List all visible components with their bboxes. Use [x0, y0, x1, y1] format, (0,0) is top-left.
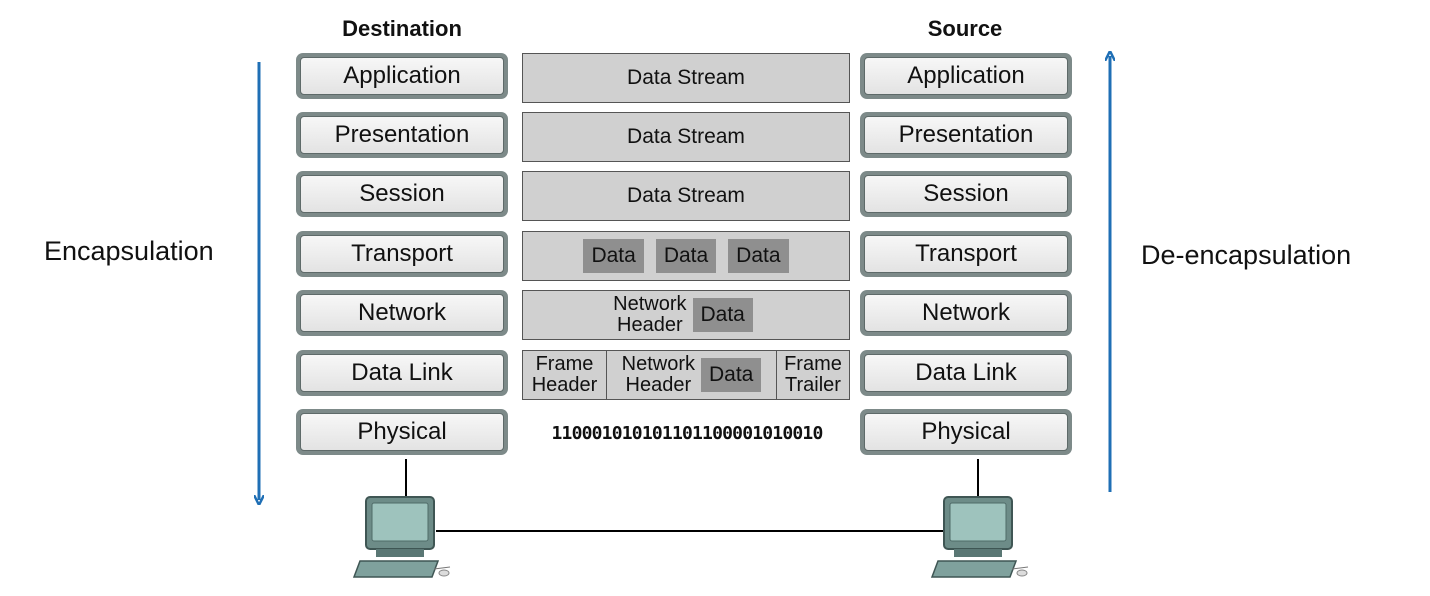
network-header-line2: Header: [617, 314, 683, 336]
dest-layer-datalink: Data Link: [296, 350, 508, 396]
dest-layer-session-label: Session: [300, 175, 504, 213]
frame-trailer-line2: Trailer: [785, 374, 841, 396]
src-layer-session: Session: [860, 171, 1072, 217]
dest-layer-datalink-label: Data Link: [300, 354, 504, 392]
src-layer-presentation: Presentation: [860, 112, 1072, 158]
frame-network-header-line2: Header: [625, 374, 692, 396]
dest-layer-network: Network: [296, 290, 508, 336]
src-layer-physical: Physical: [860, 409, 1072, 455]
dest-layer-application-label: Application: [300, 57, 504, 95]
dest-layer-presentation: Presentation: [296, 112, 508, 158]
dest-layer-session: Session: [296, 171, 508, 217]
pdu-network: Network Header Data: [522, 290, 850, 340]
src-layer-datalink: Data Link: [860, 350, 1072, 396]
pdu-application: Data Stream: [522, 53, 850, 103]
src-layer-application: Application: [860, 53, 1072, 99]
source-computer-icon: [930, 496, 1029, 578]
frame-header-line2: Header: [531, 374, 598, 396]
src-layer-presentation-label: Presentation: [864, 116, 1068, 154]
src-layer-network-label: Network: [864, 294, 1068, 332]
src-layer-datalink-label: Data Link: [864, 354, 1068, 392]
transport-data-segment: Data: [583, 239, 644, 273]
dest-layer-physical-label: Physical: [300, 413, 504, 451]
frame-network-header-line1: Network: [621, 353, 695, 375]
frame-data: Data: [701, 358, 762, 392]
dest-layer-application: Application: [296, 53, 508, 99]
source-title: Source: [927, 16, 1003, 41]
network-data: Data: [692, 298, 753, 332]
src-layer-transport: Transport: [860, 231, 1072, 277]
transport-data-segment: Data: [655, 239, 717, 273]
frame-trailer-line1: Frame: [784, 353, 842, 375]
dest-layer-physical: Physical: [296, 409, 508, 455]
pdu-transport: Data Data Data: [522, 231, 850, 281]
dest-layer-transport-label: Transport: [300, 235, 504, 273]
network-header: Network Header: [613, 294, 686, 336]
destination-computer-icon: [352, 496, 451, 578]
destination-title: Destination: [342, 16, 462, 41]
dest-layer-presentation-label: Presentation: [300, 116, 504, 154]
network-header-line1: Network: [613, 293, 687, 315]
src-layer-physical-label: Physical: [864, 413, 1068, 451]
src-layer-session-label: Session: [864, 175, 1068, 213]
de-encapsulation-label: De-encapsulation: [1141, 240, 1352, 270]
physical-bitstream: 110001010101101100001010010: [551, 423, 824, 444]
src-layer-network: Network: [860, 290, 1072, 336]
src-layer-application-label: Application: [864, 57, 1068, 95]
dest-layer-transport: Transport: [296, 231, 508, 277]
transport-data-segment: Data: [728, 239, 789, 273]
frame-header-line1: Frame: [535, 353, 594, 375]
dest-layer-network-label: Network: [300, 294, 504, 332]
encapsulation-label: Encapsulation: [44, 236, 214, 266]
pdu-session: Data Stream: [522, 171, 850, 221]
src-layer-transport-label: Transport: [864, 235, 1068, 273]
pdu-presentation: Data Stream: [522, 112, 850, 162]
